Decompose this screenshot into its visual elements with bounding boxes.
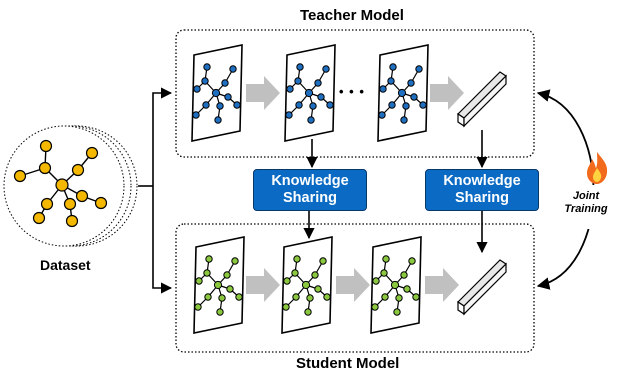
teacher-layer-2 xyxy=(284,44,336,142)
joint-training-line1: Joint xyxy=(572,190,600,202)
teacher-layer-3 xyxy=(377,44,429,142)
knowledge-sharing-line2: Sharing xyxy=(283,190,337,206)
flame-icon xyxy=(587,152,608,184)
teacher-model-box xyxy=(175,29,535,158)
knowledge-sharing-line1: Knowledge xyxy=(443,173,521,189)
teacher-layer-1 xyxy=(191,44,243,142)
dataset-graph xyxy=(3,125,138,247)
teacher-model-label: Teacher Model xyxy=(300,7,404,24)
joint-training-line2: Training xyxy=(564,203,608,215)
student-layer-2 xyxy=(281,236,333,334)
student-model-label: Student Model xyxy=(296,355,400,372)
knowledge-sharing-line1: Knowledge xyxy=(271,173,349,189)
knowledge-sharing-box-left: Knowledge Sharing xyxy=(253,169,367,211)
student-layer-1 xyxy=(193,236,245,334)
dataset-branch-arrows xyxy=(138,87,173,294)
dataset-label: Dataset xyxy=(40,257,91,273)
joint-training-box xyxy=(548,185,624,229)
knowledge-sharing-arrows xyxy=(303,130,488,254)
student-layer-3 xyxy=(370,236,422,334)
joint-training-label: Joint Training xyxy=(548,190,624,226)
knowledge-sharing-box-right: Knowledge Sharing xyxy=(425,169,539,211)
knowledge-sharing-line2: Sharing xyxy=(455,190,509,206)
ellipsis: • • • xyxy=(339,84,365,99)
